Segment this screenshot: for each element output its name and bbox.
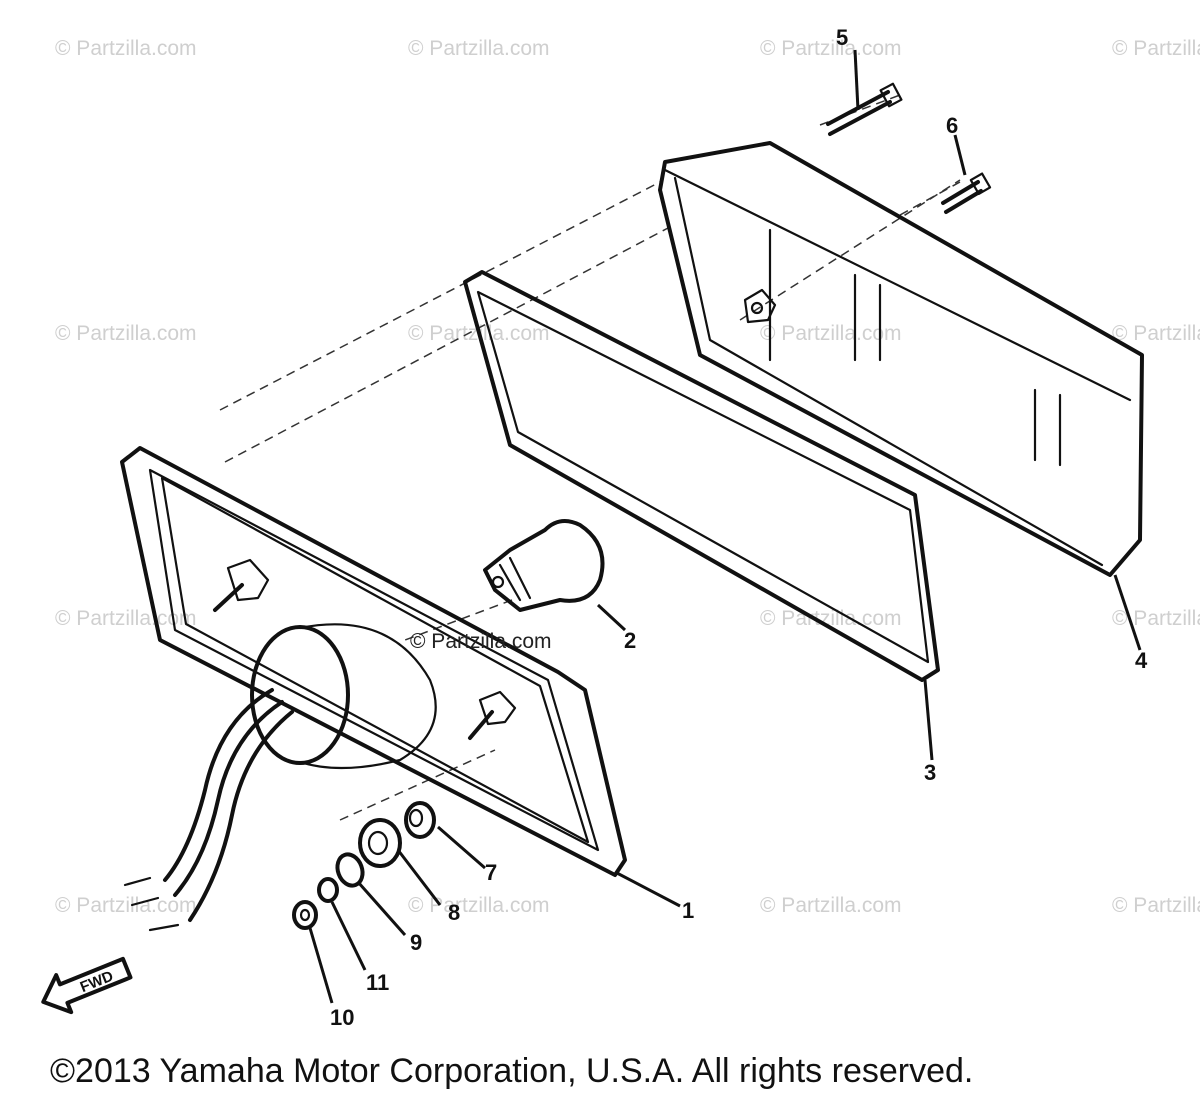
watermark: © Partzilla.com (760, 607, 902, 630)
callout-5: 5 (836, 25, 848, 50)
watermark: © Partzilla.com (760, 37, 902, 60)
small-nut (292, 900, 318, 930)
watermark: © Partzilla.com (1112, 894, 1200, 917)
watermark: © Partzilla.com (760, 894, 902, 917)
lock-washer (317, 877, 339, 903)
watermark: © Partzilla.com (55, 607, 197, 630)
lamp-housing (658, 141, 1144, 577)
watermark: © Partzilla.com (760, 322, 902, 345)
callout-7: 7 (485, 860, 497, 885)
callout-11: 11 (366, 970, 389, 995)
callout-3: 3 (924, 760, 936, 785)
copyright-notice: ©2013 Yamaha Motor Corporation, U.S.A. A… (50, 1052, 973, 1090)
watermark: © Partzilla.com (408, 37, 550, 60)
watermark: © Partzilla.com (1112, 607, 1200, 630)
callout-9: 9 (410, 930, 422, 955)
washer (335, 852, 365, 888)
callout-6: 6 (946, 113, 958, 138)
gasket (463, 270, 940, 682)
center-watermark: © Partzilla.com (410, 630, 552, 653)
watermark: © Partzilla.com (1112, 322, 1200, 345)
bulb (483, 519, 605, 612)
assembly-lines (219, 94, 961, 821)
grommet (404, 801, 436, 839)
callout-leaders (308, 49, 1142, 1004)
callout-8: 8 (448, 900, 460, 925)
callout-4: 4 (1135, 648, 1148, 673)
callout-labels: 5 6 2 3 4 1 7 8 9 11 10 (330, 25, 1148, 1030)
watermark: © Partzilla.com (408, 894, 550, 917)
watermark: © Partzilla.com (55, 37, 197, 60)
lamp-lens (120, 446, 627, 932)
watermark: © Partzilla.com (1112, 37, 1200, 60)
fwd-arrow-icon: FWD (41, 956, 133, 1015)
watermark: © Partzilla.com (55, 894, 197, 917)
watermark: © Partzilla.com (55, 322, 197, 345)
callout-2: 2 (624, 628, 636, 653)
callout-1: 1 (682, 898, 694, 923)
callout-10: 10 (330, 1005, 354, 1030)
bolt-short (941, 172, 992, 214)
nut (358, 818, 402, 868)
watermark-grid: © Partzilla.com © Partzilla.com © Partzi… (55, 37, 1200, 917)
